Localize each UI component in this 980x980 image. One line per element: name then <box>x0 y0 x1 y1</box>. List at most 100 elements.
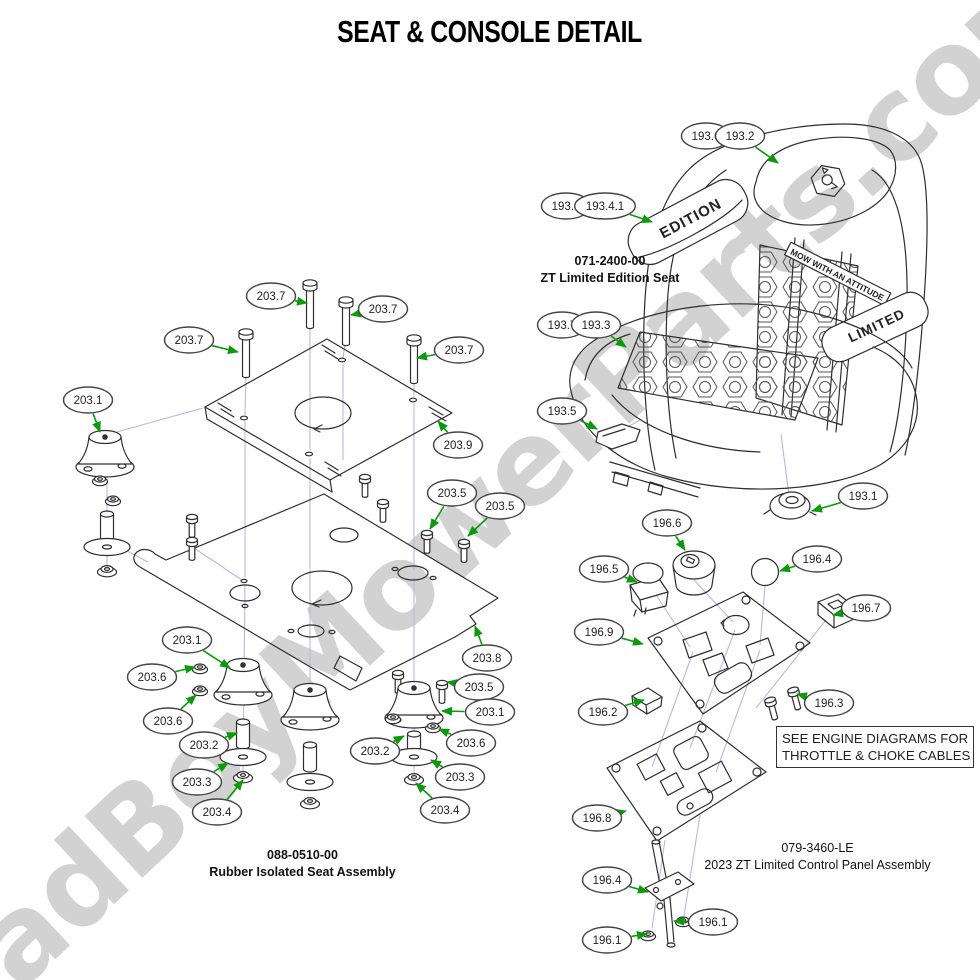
callout-arrow <box>393 735 405 745</box>
callout-label: 196.3 <box>815 698 844 710</box>
callout-bubble <box>577 698 629 726</box>
callout-arrow <box>437 420 449 433</box>
callout-203.6: 203.6 <box>438 728 497 757</box>
callout-203.4: 203.4 <box>415 782 471 824</box>
callout-arrow <box>474 625 483 645</box>
callout-label: 203.6 <box>457 738 486 750</box>
callout-arrow <box>832 608 844 618</box>
callout-label: 196.9 <box>585 627 614 639</box>
callout-bubble <box>178 731 230 759</box>
callout-203.7: 203.7 <box>416 336 485 364</box>
callout-bubble <box>687 908 739 936</box>
callout-label: 193.7 <box>548 320 577 332</box>
callout-bubble <box>578 555 630 583</box>
callout-bubble <box>432 431 484 459</box>
callout-bubble <box>163 326 215 354</box>
callout-label: 196.7 <box>852 603 881 615</box>
top-seat-plate <box>204 338 453 493</box>
callout-label: 196.1 <box>593 935 622 947</box>
callout-label: 193.2 <box>726 131 755 143</box>
callout-bubble <box>791 545 843 573</box>
callout-arrow <box>580 419 598 430</box>
callout-196.8: 196.8 <box>571 804 627 832</box>
callout-196.1: 196.1 <box>673 908 739 936</box>
callout-arrow <box>610 335 627 348</box>
callout-arrow <box>779 563 796 573</box>
callout-arrow <box>294 296 308 306</box>
callout-arrow <box>438 728 452 738</box>
callout-bubble <box>714 122 766 150</box>
callout-arrow <box>796 692 808 702</box>
seat-part-name: ZT Limited Edition Seat <box>540 271 680 285</box>
seat-plate-part-number: 088-0510-00 <box>267 848 338 862</box>
console-upper-plate <box>647 591 811 715</box>
callout-bubble <box>840 594 892 622</box>
callout-bubble <box>474 492 526 520</box>
callout-arrow <box>467 517 488 537</box>
isolator-stack-center <box>280 682 340 810</box>
callout-bubble <box>445 729 497 757</box>
callout-203.3: 203.3 <box>171 762 229 796</box>
callout-label: 203.9 <box>444 440 473 452</box>
callout-196.1: 196.1 <box>581 926 648 954</box>
callout-193.1: 193.1 <box>811 482 889 513</box>
callout-196.4: 196.4 <box>581 866 649 894</box>
callout-arrow <box>675 535 686 551</box>
callout-bubble <box>434 763 486 791</box>
callout-label: 203.4 <box>431 805 460 817</box>
callout-arrow <box>226 779 244 800</box>
page-title: SEAT & CONSOLE DETAIL <box>337 14 643 49</box>
callout-label: 193.3 <box>582 320 611 332</box>
rubber-isolated-seat-assembly <box>75 279 499 810</box>
callout-203.1: 203.1 <box>62 386 114 433</box>
callout-203.8: 203.8 <box>461 625 513 672</box>
callout-203.9: 203.9 <box>432 420 484 459</box>
callout-arrow <box>625 698 645 708</box>
callout-label: 203.2 <box>190 740 219 752</box>
callout-bubble <box>461 644 513 672</box>
console-lower-plate <box>606 720 767 842</box>
callout-label: 196.2 <box>589 707 618 719</box>
zt-limited-control-panel-assembly <box>606 550 855 948</box>
seat-cushion <box>569 303 918 498</box>
callout-203.2: 203.2 <box>178 731 238 759</box>
callout-label: 196.4 <box>593 875 622 887</box>
callout-bubble <box>161 626 213 654</box>
callout-label: 203.8 <box>473 653 502 665</box>
callout-196.6: 196.6 <box>641 509 693 551</box>
seat-plate-part-name: Rubber Isolated Seat Assembly <box>209 865 396 879</box>
callout-arrow <box>755 146 779 164</box>
callout-arrow <box>92 413 101 433</box>
callout-203.5: 203.5 <box>446 673 505 701</box>
callout-arrow <box>621 637 644 646</box>
callout-label: 196.5 <box>590 564 619 576</box>
callout-label: 203.6 <box>138 672 167 684</box>
callout-203.3: 203.3 <box>430 759 486 791</box>
callout-203.4: 203.4 <box>191 779 244 826</box>
callout-label: 203.4 <box>203 807 232 819</box>
callout-196.7: 196.7 <box>832 594 892 622</box>
callout-203.6: 203.6 <box>142 694 197 735</box>
callout-bubble <box>837 482 889 510</box>
callout-label: 203.3 <box>183 777 212 789</box>
callout-arrow <box>446 679 458 689</box>
callout-bubble <box>357 295 409 323</box>
callout-label: 196.4 <box>803 554 832 566</box>
callout-arrow <box>175 664 196 674</box>
callout-bubble <box>126 663 178 691</box>
callout-bubble <box>641 509 693 537</box>
switch-cap <box>631 687 663 715</box>
badboy-logo-icon <box>810 165 846 197</box>
callout-203.7: 203.7 <box>163 326 239 354</box>
callout-label: 203.5 <box>438 488 467 500</box>
callout-bubble <box>245 282 297 310</box>
console-part-number: 079-3460-LE <box>781 841 854 855</box>
toggle-switch <box>629 562 669 617</box>
callout-label: 203.1 <box>173 635 202 647</box>
callout-arrow <box>212 344 239 354</box>
callout-193.2: 193.2 <box>714 122 779 164</box>
callout-label: 193.4.1 <box>586 201 624 213</box>
ignition-switch <box>672 550 716 596</box>
callout-arrow <box>429 505 445 530</box>
